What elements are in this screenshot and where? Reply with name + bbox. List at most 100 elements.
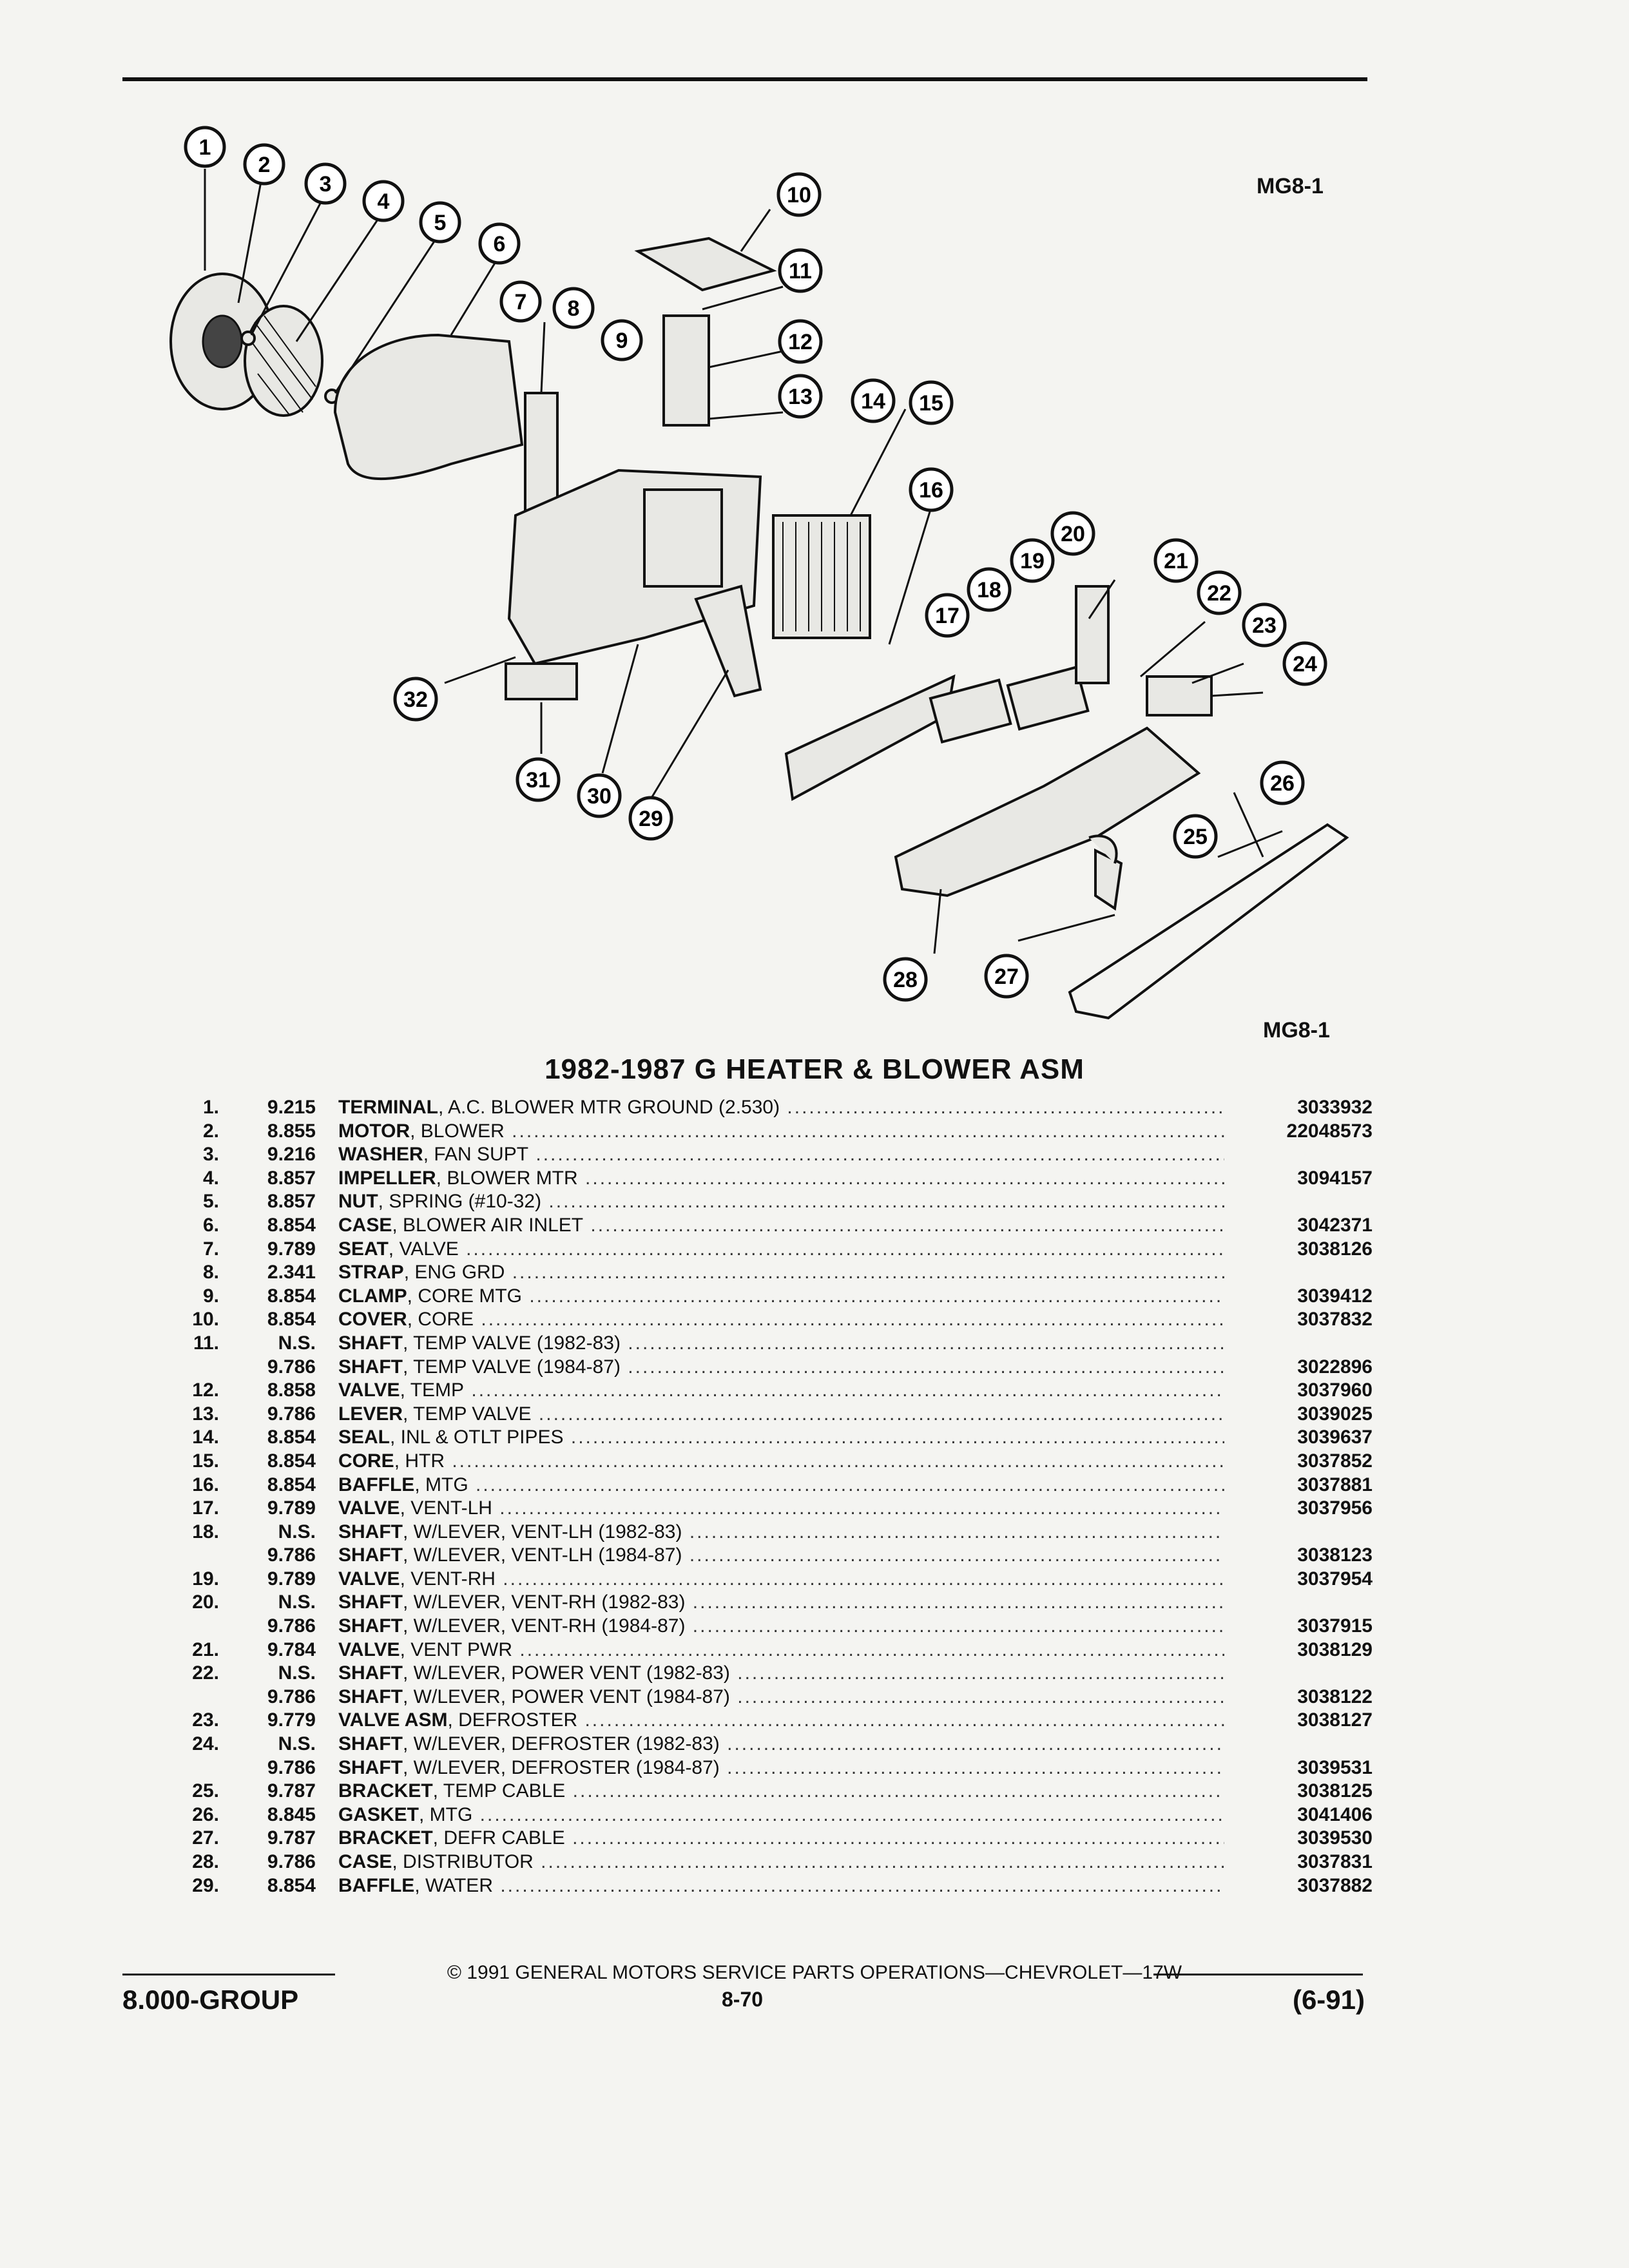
leader-dots: ........................................…	[452, 1450, 1224, 1472]
table-row: 22.N.S.SHAFT, W/LEVER, POWER VENT (1982-…	[161, 1661, 1373, 1685]
item-number: 22.	[192, 1662, 219, 1684]
svg-text:20: 20	[1061, 522, 1085, 546]
callout-23: 23	[1242, 602, 1287, 648]
group-number: N.S.	[278, 1662, 316, 1684]
part-number: 3094157	[1297, 1167, 1373, 1189]
item-number: 24.	[192, 1733, 219, 1755]
callout-10: 10	[776, 172, 822, 217]
footer-copyright: © 1991 GENERAL MOTORS SERVICE PARTS OPER…	[447, 1962, 1182, 1983]
part-detail: , CORE MTG	[407, 1285, 522, 1307]
part-description: SHAFT, TEMP VALVE (1982-83) ............…	[338, 1332, 1224, 1354]
part-description: SEAL, INL & OTLT PIPES .................…	[338, 1427, 1224, 1448]
group-number: 8.854	[267, 1309, 316, 1331]
svg-text:6: 6	[494, 232, 506, 256]
svg-text:27: 27	[994, 965, 1019, 989]
leader-dots: ........................................…	[585, 1167, 1224, 1189]
group-number: 9.789	[267, 1568, 316, 1590]
part-name: SHAFT	[338, 1332, 403, 1354]
group-number: 9.787	[267, 1780, 316, 1802]
item-number: 28.	[192, 1851, 219, 1872]
part-name: CLAMP	[338, 1285, 407, 1307]
part-description: SHAFT, W/LEVER, VENT-RH (1982-83) ......…	[338, 1591, 1224, 1613]
callout-12: 12	[778, 319, 823, 364]
callout-30: 30	[577, 773, 622, 818]
vent-lh-valve-part	[929, 678, 1012, 744]
item-number: 11.	[193, 1332, 219, 1354]
part-description: IMPELLER, BLOWER MTR ...................…	[338, 1168, 1224, 1189]
part-detail: , MTG	[414, 1474, 468, 1495]
leader-dots: ........................................…	[590, 1214, 1224, 1236]
item-number: 25.	[192, 1780, 219, 1802]
part-description: SHAFT, W/LEVER, DEFROSTER (1984-87) ....…	[338, 1757, 1224, 1779]
callout-21: 21	[1153, 538, 1199, 583]
part-number: 3038123	[1297, 1544, 1373, 1566]
part-number: 3038129	[1297, 1639, 1373, 1660]
part-description: SHAFT, W/LEVER, POWER VENT (1984-87) ...…	[338, 1686, 1224, 1708]
svg-text:8: 8	[568, 296, 580, 321]
callout-2: 2	[243, 143, 285, 186]
part-name: BRACKET	[338, 1827, 433, 1849]
part-name: VALVE	[338, 1639, 400, 1660]
part-detail: , DEFROSTER	[447, 1709, 578, 1731]
part-description: SHAFT, W/LEVER, VENT-RH (1984-87) ......…	[338, 1615, 1224, 1637]
svg-text:25: 25	[1183, 825, 1208, 849]
part-number: 3037882	[1297, 1874, 1373, 1896]
callout-25: 25	[1173, 814, 1218, 859]
svg-text:15: 15	[919, 391, 943, 416]
leader-dots: ........................................…	[475, 1474, 1224, 1495]
item-number: 1.	[202, 1097, 219, 1118]
leader-dots: ........................................…	[727, 1733, 1224, 1755]
part-detail: , W/LEVER, VENT-RH (1984-87)	[403, 1615, 686, 1637]
part-detail: , BLOWER MTR	[436, 1167, 578, 1189]
part-number: 3037831	[1297, 1851, 1373, 1872]
part-detail: , VENT PWR	[400, 1639, 513, 1660]
distributor-case-part	[894, 726, 1201, 898]
leader-dots: ........................................…	[481, 1309, 1224, 1331]
part-description: WASHER, FAN SUPT .......................…	[338, 1144, 1224, 1166]
group-number: 9.215	[267, 1097, 316, 1118]
leader-lines	[204, 169, 1283, 954]
callout-29: 29	[628, 796, 673, 841]
callout-16: 16	[909, 467, 954, 512]
group-number: 8.858	[267, 1379, 316, 1401]
part-detail: , W/LEVER, VENT-LH (1984-87)	[403, 1544, 682, 1566]
group-number: N.S.	[278, 1332, 316, 1354]
svg-text:3: 3	[320, 172, 332, 197]
part-detail: , INL & OTLT PIPES	[390, 1427, 564, 1448]
leader-dots: ........................................…	[692, 1615, 1224, 1637]
part-name: TERMINAL	[338, 1097, 438, 1118]
group-number: N.S.	[278, 1591, 316, 1613]
svg-text:11: 11	[789, 259, 812, 284]
part-detail: , W/LEVER, POWER VENT (1984-87)	[403, 1686, 730, 1707]
svg-text:4: 4	[378, 189, 390, 214]
svg-text:17: 17	[935, 604, 959, 628]
part-number: 3038122	[1297, 1686, 1373, 1707]
part-name: VALVE	[338, 1568, 400, 1590]
footer-rule-right	[1153, 1974, 1363, 1975]
part-name: MOTOR	[338, 1120, 410, 1142]
part-name: SHAFT	[338, 1615, 403, 1637]
group-number: 9.786	[267, 1756, 316, 1778]
callout-18: 18	[967, 567, 1012, 612]
part-number: 3022896	[1297, 1356, 1373, 1378]
part-description: SHAFT, W/LEVER, VENT-LH (1982-83) ......…	[338, 1521, 1224, 1543]
footer-group: 8.000-GROUP	[122, 1984, 299, 2015]
leader-dots: ........................................…	[466, 1238, 1224, 1260]
part-detail: , TEMP VALVE (1984-87)	[403, 1356, 621, 1378]
part-detail: , TEMP VALVE	[403, 1403, 532, 1425]
svg-text:28: 28	[893, 968, 918, 992]
part-detail: , FAN SUPT	[423, 1144, 529, 1166]
group-number: 8.855	[267, 1120, 316, 1142]
svg-text:26: 26	[1270, 771, 1295, 796]
part-description: MOTOR, BLOWER ..........................…	[338, 1120, 1224, 1142]
part-description: LEVER, TEMP VALVE ......................…	[338, 1403, 1224, 1425]
item-number: 14.	[192, 1427, 219, 1448]
leader-dots: ........................................…	[519, 1639, 1224, 1660]
